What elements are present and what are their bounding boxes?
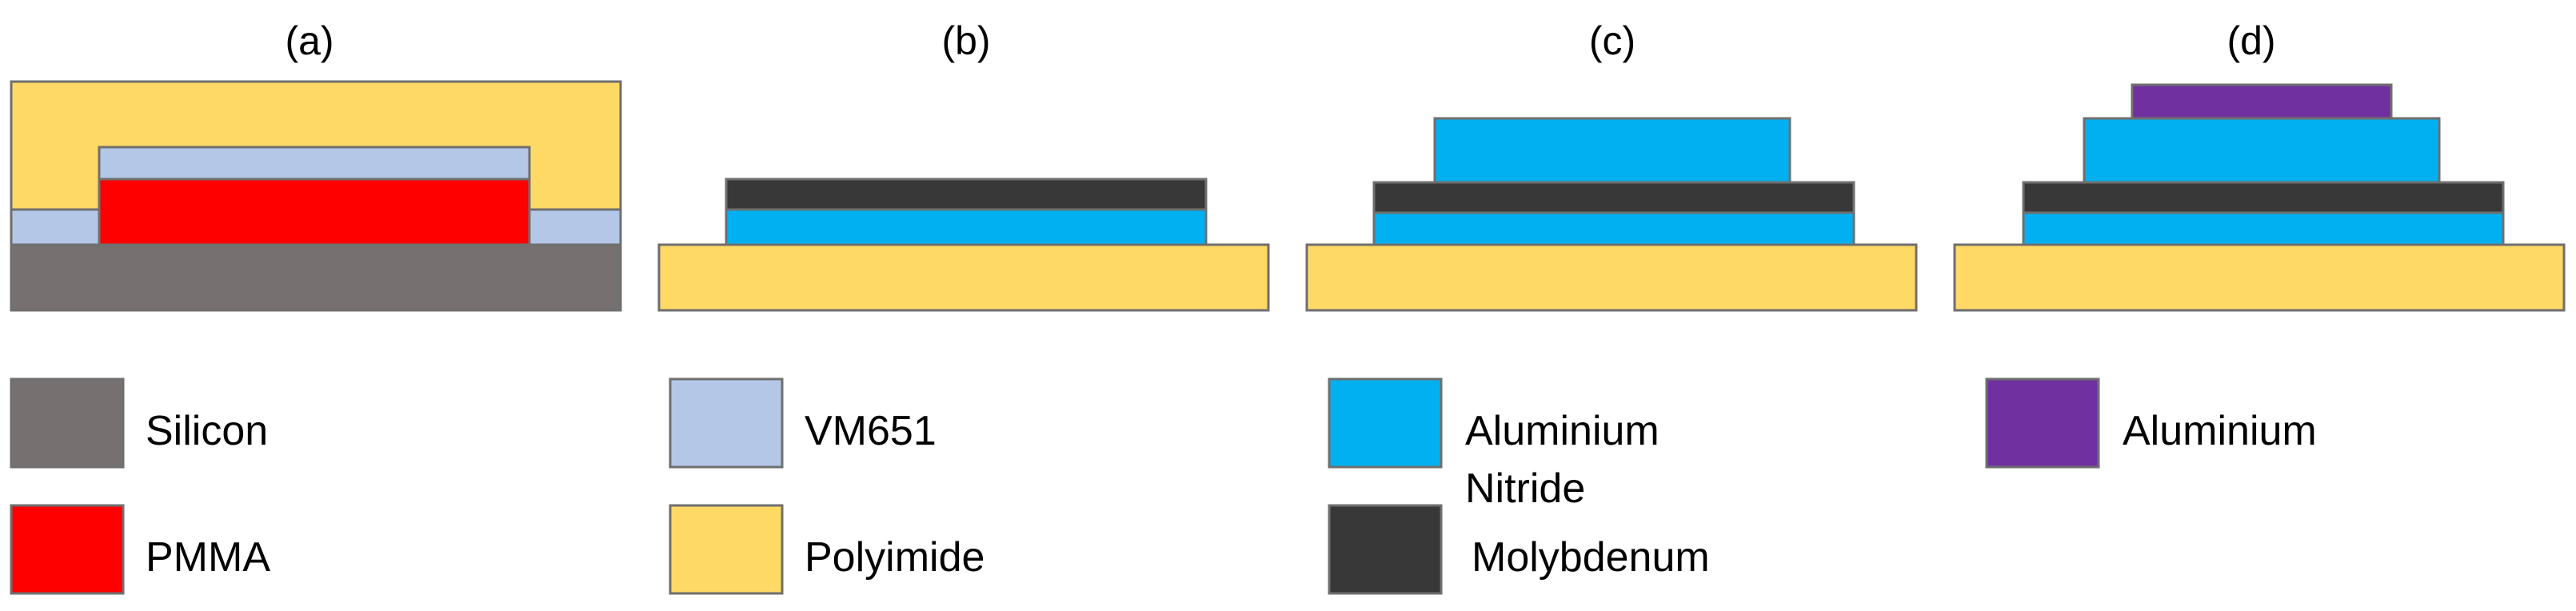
legend-swatch-aluminium-nitride: [1328, 377, 1443, 469]
legend-label-vm651: VM651: [805, 408, 937, 454]
legend: Silicon PMMA VM651 Polyimide Aluminium N…: [10, 377, 2317, 595]
panel-c-molybdenum-layer: [1372, 181, 1855, 214]
panel-a-silicon-substrate: [10, 243, 622, 312]
panel-a-vm651-top-layer: [98, 146, 531, 181]
legend-swatch-vm651: [669, 377, 784, 469]
legend-label-molybdenum: Molybdenum: [1472, 534, 1710, 581]
panel-c-aluminium-nitride-top-layer: [1433, 117, 1791, 184]
legend-label-aluminium: Aluminium: [2123, 408, 2317, 454]
panel-d-stack: [1953, 83, 2566, 312]
panel-b-polyimide-substrate: [657, 243, 1270, 312]
panel-a-stack: [10, 80, 622, 312]
panel-label-c: (c): [1589, 18, 1635, 63]
panel-a-vm651-left-layer: [10, 208, 101, 246]
panel-b-aluminium-nitride-layer: [725, 208, 1208, 246]
legend-label-aluminium-nitride-line2: Nitride: [1465, 465, 1585, 512]
panel-d-aluminium-layer: [2131, 83, 2393, 120]
legend-swatch-polyimide: [669, 504, 784, 595]
panel-label-d: (d): [2227, 18, 2275, 63]
panel-c-aluminium-nitride-bottom-layer: [1372, 211, 1855, 246]
panel-d-aluminium-nitride-bottom-layer: [2022, 211, 2505, 246]
panel-b-stack: [657, 178, 1270, 312]
panel-d-molybdenum-layer: [2022, 181, 2505, 214]
panel-d-polyimide-substrate: [1953, 243, 2566, 312]
panel-c-stack: [1305, 117, 1918, 312]
legend-label-silicon: Silicon: [146, 408, 268, 454]
panel-b-molybdenum-layer: [725, 178, 1208, 211]
legend-swatch-pmma: [10, 504, 125, 595]
legend-swatch-silicon: [10, 377, 125, 469]
legend-swatch-aluminium: [1985, 377, 2100, 469]
legend-swatch-molybdenum: [1328, 504, 1443, 595]
panel-label-b: (b): [941, 18, 990, 63]
legend-label-aluminium-nitride: Aluminium: [1465, 408, 1659, 454]
panel-a-pmma-layer: [98, 178, 531, 246]
panel-c-polyimide-substrate: [1305, 243, 1918, 312]
panel-d-aluminium-nitride-top-layer: [2083, 117, 2441, 184]
legend-label-pmma: PMMA: [146, 534, 270, 581]
legend-label-polyimide: Polyimide: [805, 534, 984, 581]
panel-a-vm651-right-layer: [528, 208, 622, 246]
panel-label-a: (a): [285, 18, 333, 63]
